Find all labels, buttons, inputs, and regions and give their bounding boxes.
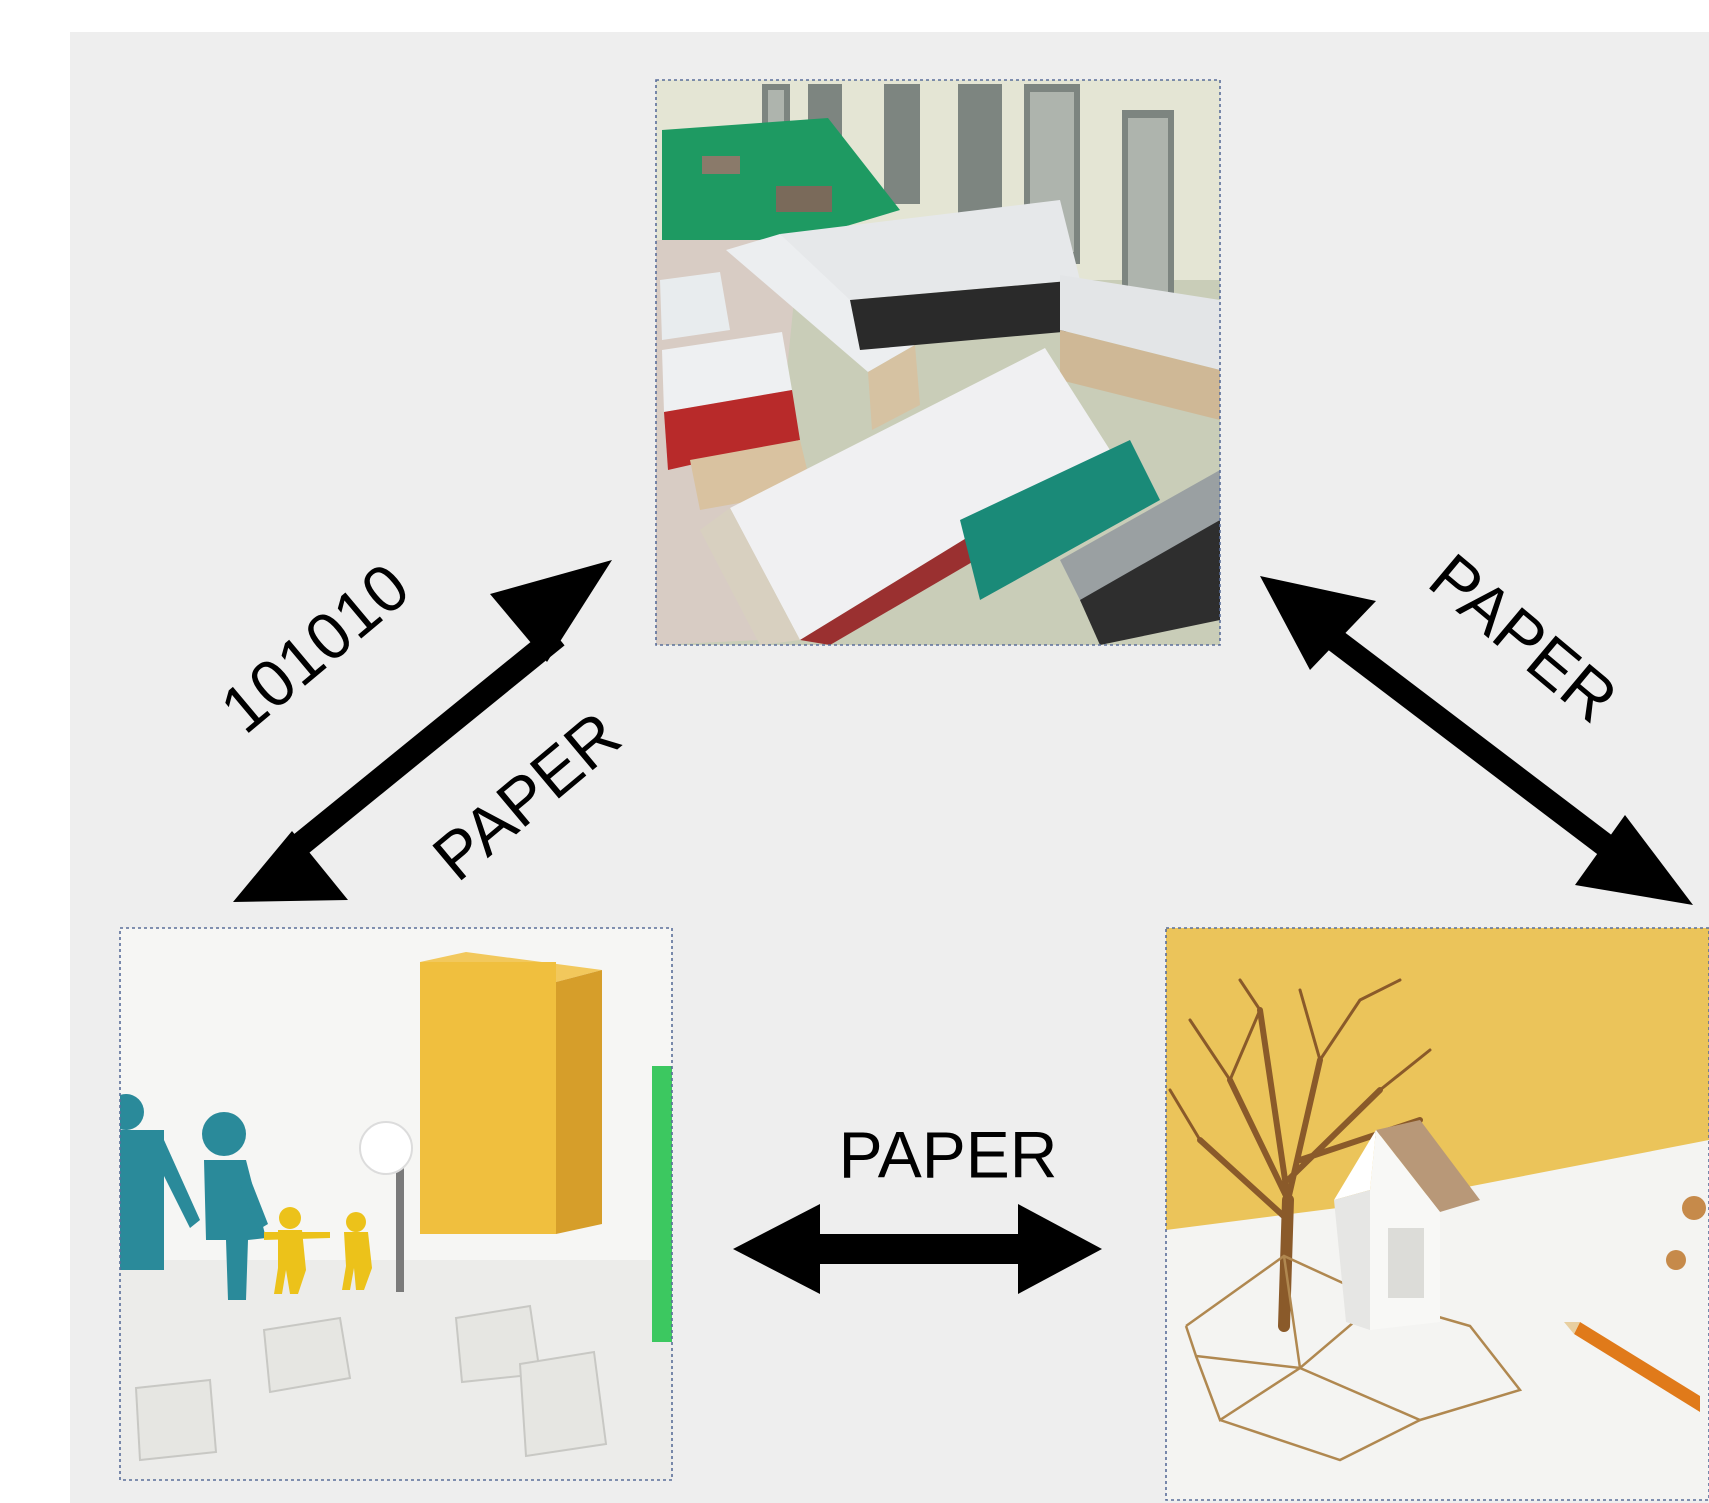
school-model-image [656, 80, 1220, 645]
family-blocks-frame [119, 927, 673, 1481]
paper-house-image [1166, 928, 1709, 1500]
arrow-top-left [233, 560, 612, 902]
edge-label-paper-bottom: PAPER [839, 1117, 1058, 1191]
school-model-frame [655, 79, 1221, 646]
arrow-left-right [733, 1204, 1102, 1294]
paper-house-frame [1165, 927, 1709, 1501]
arrow-top-right [1260, 576, 1693, 905]
family-blocks-image [120, 928, 672, 1480]
edge-label-paper-top-right: PAPER [1416, 539, 1631, 736]
edge-label-binary: 101010 [206, 549, 422, 747]
